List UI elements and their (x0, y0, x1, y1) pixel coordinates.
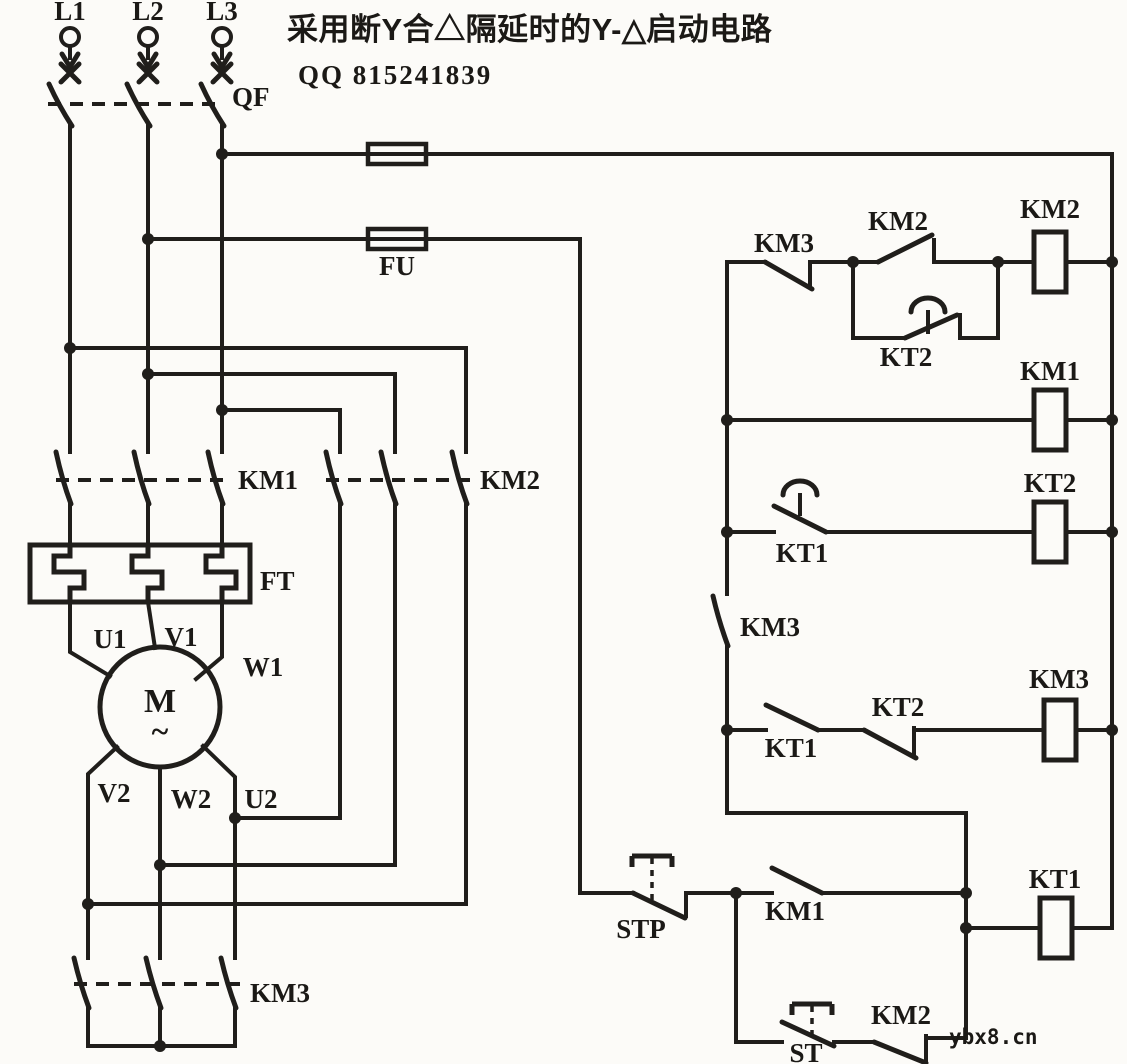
start-button-st (734, 891, 876, 1049)
thermal-relay-ft (27, 542, 253, 605)
label-km3-nc: KM3 (754, 228, 814, 258)
fuse-fu (146, 226, 582, 895)
label-km3-poles: KM3 (250, 978, 310, 1008)
motor-letter: M (144, 683, 176, 720)
site-watermark: ybx8.cn (949, 1025, 1038, 1049)
contact-km1-no (734, 865, 968, 896)
label-ft: FT (260, 566, 295, 596)
motor-wave: ~ (152, 713, 169, 749)
label-kt1-delay: KT1 (776, 538, 829, 568)
label-km2-no: KM2 (868, 206, 928, 236)
page-title: 采用断Y合△隔延时的Y-△启动电路 (287, 12, 773, 47)
label-qf: QF (232, 82, 270, 112)
label-st: ST (789, 1038, 822, 1064)
label-kt2-delay: KT2 (880, 342, 933, 372)
stop-button-stp (578, 853, 738, 921)
label-fu: FU (379, 251, 415, 281)
contact-km2-nc (871, 1034, 968, 1064)
wires-to-km2 (68, 346, 468, 454)
label-km1-coil: KM1 (1020, 356, 1080, 386)
rung-kt1-coil (964, 895, 1114, 961)
label-km1-no: KM1 (765, 896, 825, 926)
fuse-top (220, 141, 1114, 930)
label-km2-nc: KM2 (871, 1000, 931, 1030)
label-kt1-no: KT1 (765, 733, 818, 763)
rung-km2-coil (725, 229, 1114, 295)
wires-delta-links (86, 816, 468, 906)
label-w2: W2 (171, 784, 212, 814)
control-left-bus (710, 260, 968, 1040)
rung-kt2-coil (725, 478, 1114, 565)
label-v1: V1 (165, 622, 198, 652)
rung-km1-coil (725, 387, 1114, 453)
label-km1-poles: KM1 (238, 465, 298, 495)
label-km3-no: KM3 (740, 612, 800, 642)
label-km2-coil: KM2 (1020, 194, 1080, 224)
supply-terminal-l2 (136, 26, 160, 85)
label-l3: L3 (206, 0, 238, 26)
label-km3-coil: KM3 (1029, 664, 1089, 694)
contactor-km2-poles (323, 449, 470, 906)
label-v2: V2 (98, 778, 131, 808)
label-stp: STP (616, 914, 666, 944)
label-kt2-coil: KT2 (1024, 468, 1077, 498)
supply-terminal-l3 (210, 26, 234, 85)
rung-km3-coil (725, 697, 1114, 763)
label-l1: L1 (54, 0, 86, 26)
label-l2: L2 (132, 0, 164, 26)
contactor-km3-poles (71, 955, 240, 1048)
branch-kt2-delay-contact (851, 260, 1000, 341)
label-w1: W1 (243, 652, 284, 682)
breaker-qf (46, 81, 227, 129)
label-kt2-nc: KT2 (872, 692, 925, 722)
supply-terminal-l1 (58, 26, 82, 85)
label-km2-poles: KM2 (480, 465, 540, 495)
motor (68, 599, 237, 960)
subtitle-qq: QQ 815241839 (298, 60, 492, 90)
label-u1: U1 (94, 624, 127, 654)
junction-dots (64, 148, 1118, 1052)
contactor-km1-poles (53, 449, 226, 547)
label-kt1-coil: KT1 (1029, 864, 1082, 894)
label-u2: U2 (245, 784, 278, 814)
